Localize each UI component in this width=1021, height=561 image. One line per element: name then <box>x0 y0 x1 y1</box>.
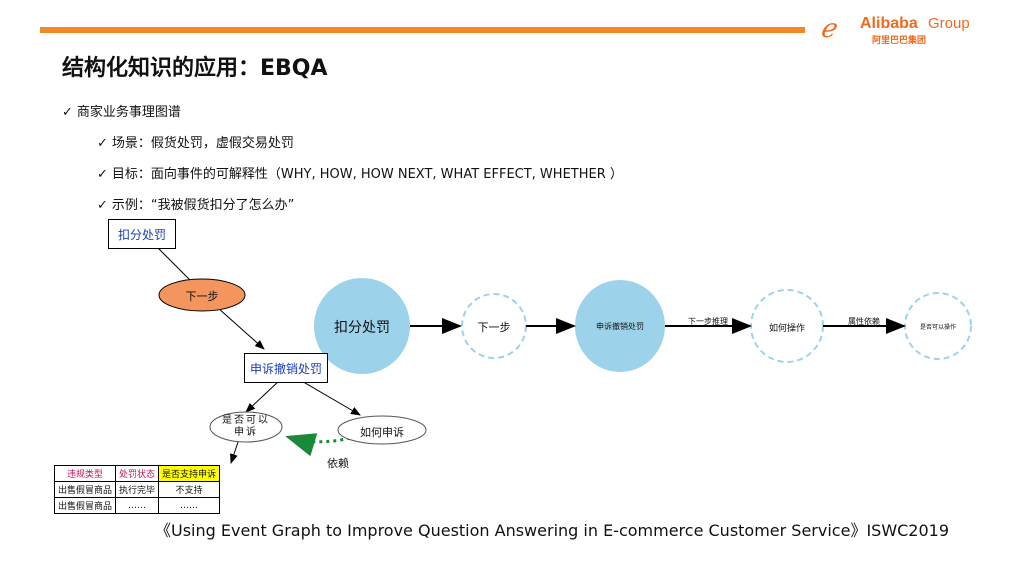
node-appeal-label: 申诉撤销处罚 <box>596 322 644 331</box>
paper-citation: 《Using Event Graph to Improve Question A… <box>155 521 950 540</box>
table-row: 出售假冒商品 执行完毕 不支持 <box>53 481 221 498</box>
bullet-scene: ✓场景：假货处罚，虚假交易处罚 <box>97 132 294 151</box>
slide-title: 结构化知识的应用：EBQA <box>62 56 328 81</box>
bullet-main-text: 商家业务事理图谱 <box>76 105 181 120</box>
edge-depend-arrow <box>285 433 351 457</box>
bullet-scene-text: 场景：假货处罚，虚假交易处罚 <box>111 136 294 151</box>
table-header-highlight: 是否支持申诉 <box>158 465 221 482</box>
table-header: 违规类型 <box>53 465 117 482</box>
box-appeal: 申诉撤销处罚 <box>244 353 328 383</box>
box-penalty: 扣分处罚 <box>108 219 176 249</box>
node-whether-label: 是否可以操作 <box>919 324 956 331</box>
table-row: 出售假冒商品 …… …… <box>53 497 221 514</box>
logo-name: Alibaba <box>860 15 918 32</box>
logo-group: Group <box>928 15 970 32</box>
table-cell: …… <box>158 497 221 514</box>
top-accent-bar <box>40 27 805 33</box>
table-cell: 出售假冒商品 <box>53 481 117 498</box>
bullet-example: ✓示例：“我被假货扣分了怎么办” <box>97 194 294 213</box>
label-whether-appeal: 是否可以申诉 <box>222 415 270 438</box>
edge-appeal-whether <box>245 379 281 413</box>
table-header: 处罚状态 <box>115 465 160 482</box>
bullet-main: ✓商家业务事理图谱 <box>62 101 181 120</box>
table-cell: 不支持 <box>158 481 221 498</box>
ellipse-next-step <box>158 278 246 312</box>
table-cell: …… <box>115 497 160 514</box>
alibaba-logo: ℯ Alibaba Group 阿里巴巴集团 <box>820 14 980 46</box>
bullet-example-text: 示例：“我被假货扣分了怎么办” <box>111 198 295 213</box>
ellipse-whether-appeal <box>209 411 283 443</box>
bullet-goal-text: 目标：面向事件的可解释性（WHY, HOW, HOW NEXT, WHAT EF… <box>111 167 623 182</box>
appeal-status-table: 违规类型 处罚状态 是否支持申诉 出售假冒商品 执行完毕 不支持 出售假冒商品 … <box>53 465 221 514</box>
logo-chinese: 阿里巴巴集团 <box>872 36 927 46</box>
check-icon: ✓ <box>97 198 108 213</box>
node-how-label: 如何操作 <box>768 324 805 334</box>
edge-next-appeal <box>217 307 265 350</box>
edge-attr-depend-label: 属性依赖 <box>848 317 880 326</box>
check-icon: ✓ <box>62 105 73 120</box>
alibaba-logo-icon: ℯ <box>820 14 836 44</box>
check-icon: ✓ <box>97 167 108 182</box>
label-how-appeal: 如何申诉 <box>360 426 404 439</box>
node-penalty-label: 扣分处罚 <box>334 320 390 336</box>
bullet-goal: ✓目标：面向事件的可解释性（WHY, HOW, HOW NEXT, WHAT E… <box>97 163 623 182</box>
node-penalty-circle <box>314 278 410 374</box>
node-appeal-circle <box>575 280 665 372</box>
node-next-label: 下一步 <box>477 321 511 334</box>
table-cell: 出售假冒商品 <box>53 497 117 514</box>
table-header-row: 违规类型 处罚状态 是否支持申诉 <box>53 465 221 482</box>
edge-next-reason-label: 下一步推理 <box>688 317 728 326</box>
table-cell: 执行完毕 <box>115 481 160 498</box>
ellipse-how-appeal <box>337 415 427 445</box>
edge-penalty-next <box>157 247 191 281</box>
label-depend: 依赖 <box>327 457 349 470</box>
label-next-step: 下一步 <box>185 290 219 303</box>
edge-appeal-how <box>299 379 361 416</box>
edge-whether-table <box>230 441 239 464</box>
check-icon: ✓ <box>97 136 108 151</box>
